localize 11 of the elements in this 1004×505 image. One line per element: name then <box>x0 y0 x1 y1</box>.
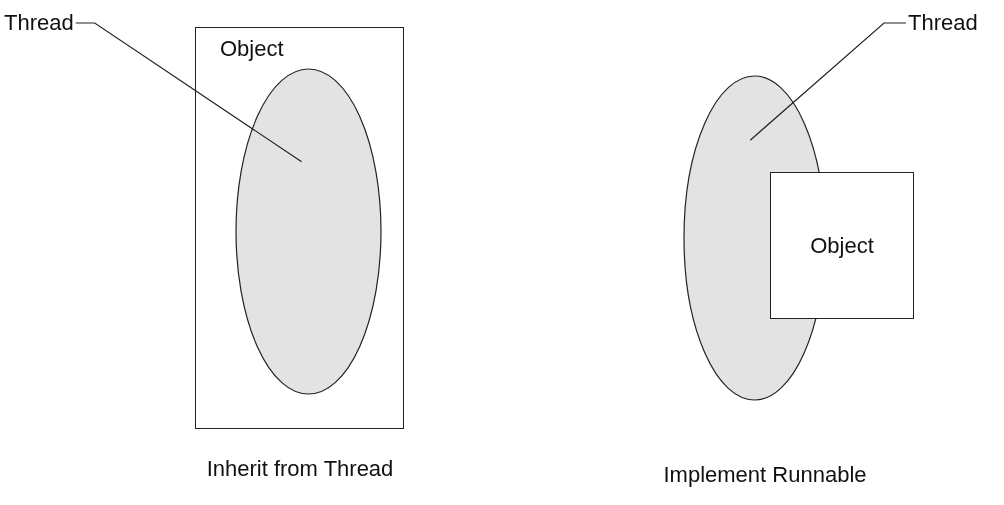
caption-text: Inherit from Thread <box>206 458 394 480</box>
object-box <box>195 27 404 429</box>
leader-line <box>749 22 907 141</box>
box-label: Object <box>220 38 284 60</box>
box-label: Object <box>810 234 874 257</box>
caption-text: Implement Runnable <box>663 464 867 486</box>
object-box <box>770 172 914 319</box>
callout-label: Thread <box>908 12 978 34</box>
ellipse-shape <box>235 68 382 395</box>
callout-label: Thread <box>4 12 74 34</box>
leader-line <box>75 22 303 163</box>
